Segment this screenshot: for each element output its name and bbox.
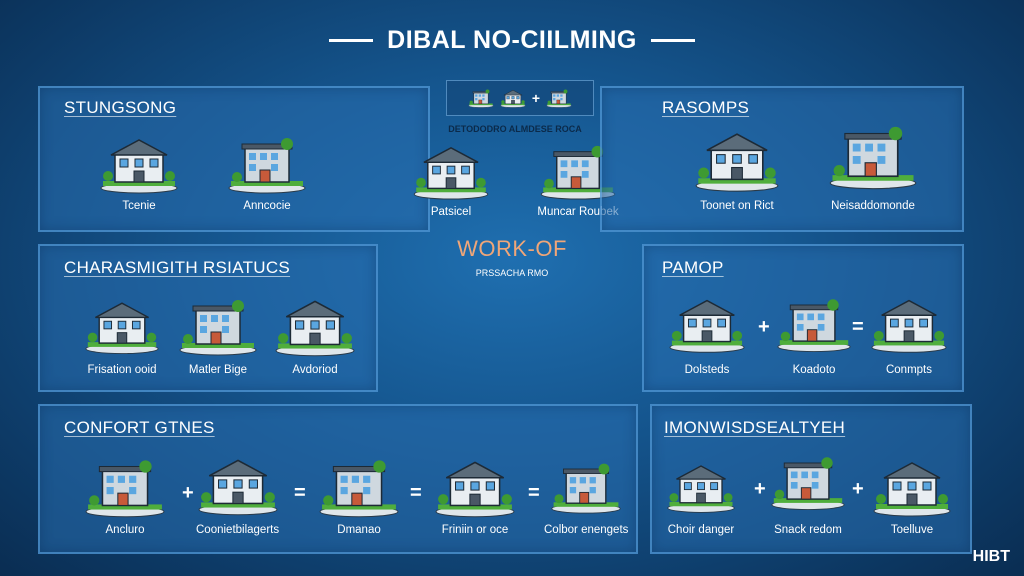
building-label: Ancluro: [105, 524, 145, 536]
building-item: Colbor enengets: [544, 456, 628, 536]
panel-top-right: RASOMPS Toonet on Rict Neisaddomonde: [600, 86, 964, 232]
building-icon: [870, 290, 948, 358]
building-label: Conmpts: [885, 364, 933, 376]
building-label: Muncar Roubek: [537, 206, 619, 218]
building-item: Ancluro: [84, 456, 166, 536]
panel-title: PAMOP: [662, 258, 724, 277]
building-icon: [84, 294, 160, 358]
building-icon: [197, 452, 279, 518]
building-label: Choir danger: [667, 524, 735, 536]
building-label: Dmanao: [337, 524, 381, 536]
building-item: Dolsteds: [668, 290, 746, 376]
building-item: Snack redom: [770, 446, 846, 536]
building-label: Avdoriod: [292, 364, 338, 376]
building-icon: [694, 126, 780, 194]
building-item: Patsicel: [408, 142, 494, 218]
building-label: Toelluve: [890, 524, 934, 536]
building-item: Neisaddomonde: [828, 118, 918, 212]
title-rule-right: [650, 38, 695, 42]
building-icon: [666, 456, 736, 518]
panel-top-left: STUNGSONG Tcenie Anncocie: [38, 86, 430, 232]
building-label: Patsicel: [430, 206, 472, 218]
building-label: Coonietbilagerts: [196, 524, 280, 536]
building-icon: [550, 456, 622, 518]
panel-bottom-left: CONFORT GTNES Ancluro + Coonietbilagerts…: [38, 404, 638, 554]
brand-logo: HIBT: [972, 548, 1010, 565]
building-item: Muncar Roubek: [528, 142, 628, 218]
building-icon: [500, 85, 526, 111]
building-item: Tcenie: [98, 134, 180, 212]
building-label: Tcenie: [122, 200, 156, 212]
building-item: Matler Bige: [178, 294, 258, 376]
plus-operator: +: [852, 478, 864, 500]
building-icon: [872, 456, 952, 518]
building-item: Koadoto: [776, 290, 852, 376]
building-item: Toelluve: [872, 456, 952, 536]
building-item: Frisation ooid: [84, 294, 160, 376]
building-item: Anncocie: [226, 134, 308, 212]
building-label: Koadoto: [792, 364, 836, 376]
building-item: Conmpts: [870, 290, 948, 376]
building-item: Avdoriod: [274, 294, 356, 376]
building-icon: [84, 456, 166, 518]
building-icon: [274, 294, 356, 358]
plus-operator: +: [182, 482, 194, 504]
equals-operator: =: [528, 482, 540, 504]
building-icon: [546, 85, 572, 111]
building-icon: [318, 456, 400, 518]
panel-mid-left: CHARASMIGITH RSIATUCS Frisation ooid Mat…: [38, 244, 378, 392]
building-label: Frisation ooid: [87, 364, 157, 376]
center-title: WORK-OF: [457, 236, 567, 261]
equals-operator: =: [410, 482, 422, 504]
plus-operator: +: [758, 316, 770, 338]
title-rule-left: [329, 38, 374, 42]
header: DIBAL NO-CIILMING: [0, 24, 1024, 56]
panel-title: IMONWISDSEALTYEH: [664, 418, 846, 437]
building-icon: [776, 290, 852, 358]
building-item: Toonet on Rict: [694, 126, 780, 212]
plus-operator: +: [754, 478, 766, 500]
building-label: Neisaddomonde: [831, 200, 915, 212]
building-icon: [408, 142, 494, 200]
building-label: Dolsteds: [684, 364, 730, 376]
panel-title: CHARASMIGITH RSIATUCS: [64, 258, 291, 277]
plus-operator: +: [531, 90, 541, 106]
center-subtitle: PRSSACHA RMO: [475, 268, 549, 278]
building-icon: [828, 118, 918, 194]
panel-mid-right: PAMOP Dolsteds + Koadoto = Conmpts: [642, 244, 964, 392]
building-icon: [434, 456, 516, 518]
building-icon: [770, 446, 846, 518]
top-subtitle: DETODODRO ALMDESE ROCA: [448, 124, 582, 134]
building-item: Dmanao: [318, 456, 400, 536]
building-item: Coonietbilagerts: [196, 452, 279, 536]
page-title: DIBAL NO-CIILMING: [387, 25, 637, 54]
building-label: Friniin or oce: [441, 524, 509, 536]
building-label: Matler Bige: [188, 364, 248, 376]
panel-title: STUNGSONG: [64, 98, 177, 117]
building-label: Colbor enengets: [544, 524, 629, 536]
building-icon: [668, 290, 746, 358]
equals-operator: =: [852, 316, 864, 338]
panel-title: CONFORT GTNES: [64, 418, 215, 437]
building-icon: [226, 134, 308, 194]
building-item: Choir danger: [666, 456, 736, 536]
building-item: Friniin or oce: [434, 456, 516, 536]
panel-bottom-right: IMONWISDSEALTYEH Choir danger + Snack re…: [650, 404, 972, 554]
building-icon: [178, 294, 258, 358]
building-icon: [468, 85, 494, 111]
logo-box: +: [446, 80, 594, 116]
building-icon: [98, 134, 180, 194]
building-label: Anncocie: [243, 200, 291, 212]
panel-title: RASOMPS: [662, 98, 750, 117]
building-label: Toonet on Rict: [700, 200, 774, 212]
equals-operator: =: [294, 482, 306, 504]
building-label: Snack redom: [774, 524, 842, 536]
